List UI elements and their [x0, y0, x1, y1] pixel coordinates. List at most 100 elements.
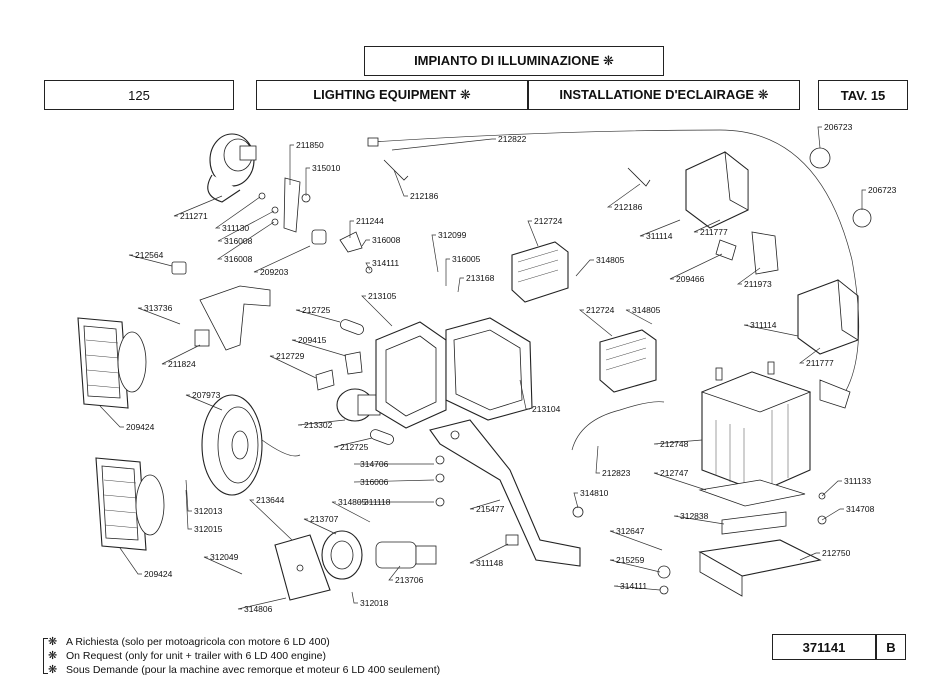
- part-number-label: 314805: [596, 255, 625, 265]
- leader-line: [361, 239, 370, 247]
- asterisk-icon: ❋: [48, 636, 58, 648]
- leader-line: [119, 547, 142, 575]
- trailer-socket-drawing: [274, 530, 437, 601]
- part-number-label: 311118: [364, 497, 391, 507]
- asterisk-icon: ❋: [48, 650, 58, 662]
- part-number-label: 213644: [256, 495, 285, 505]
- leader-line: [173, 195, 223, 217]
- leader-line: [391, 138, 496, 151]
- leader-line: [361, 295, 393, 327]
- part-number-label: 206723: [868, 185, 897, 195]
- leader-line: [606, 183, 641, 208]
- part-number-label: 215259: [616, 555, 645, 565]
- leader-line: [861, 189, 866, 210]
- asterisk-icon: ❋: [48, 664, 58, 676]
- part-number-label: 212186: [614, 202, 643, 212]
- leader-line: [351, 591, 358, 604]
- leader-line: [137, 307, 181, 325]
- relay-drawing: [311, 229, 327, 245]
- battery-drawing: [700, 361, 812, 493]
- rear-lamp-lower-drawing: [599, 329, 657, 393]
- part-number-label: 316008: [224, 236, 253, 246]
- leader-line: [469, 543, 509, 564]
- leader-line: [798, 347, 821, 364]
- part-number-label: 314706: [360, 459, 389, 469]
- part-number-label: 313736: [144, 303, 173, 313]
- title-italian: IMPIANTO DI ILLUMINAZIONE ❋: [414, 53, 614, 68]
- leader-line: [295, 309, 341, 323]
- footnote-french: Sous Demande (pour la machine avec remor…: [66, 664, 441, 676]
- part-number-label: 212747: [660, 468, 689, 478]
- leader-line: [639, 219, 681, 237]
- leader-line: [457, 277, 464, 293]
- part-number-label: 212823: [602, 468, 631, 478]
- flasher-drawing: [171, 261, 187, 275]
- leader-line: [527, 220, 539, 247]
- part-number-label: 213706: [395, 575, 424, 585]
- part-number-label: 209424: [144, 569, 173, 579]
- footnote-italian: A Richiesta (solo per motoagricola con m…: [66, 636, 330, 648]
- leader-line: [185, 489, 192, 530]
- revision-letter: B: [886, 639, 896, 655]
- leader-line: [609, 530, 663, 551]
- part-number-label: 314111: [372, 258, 399, 268]
- part-number-label: 311114: [750, 320, 777, 330]
- leader-line: [185, 394, 223, 411]
- part-number-label: 312647: [616, 526, 645, 536]
- part-number-label: 213707: [310, 514, 339, 524]
- part-callouts: 2118503150102112713111303160083160082092…: [99, 122, 897, 614]
- part-number-label: 316006: [360, 477, 389, 487]
- leader-line: [331, 501, 371, 523]
- part-number-label: 316005: [452, 254, 481, 264]
- part-number-label: 209466: [676, 274, 705, 284]
- footnote-row: ❋ Sous Demande (pour la machine avec rem…: [48, 663, 748, 677]
- part-number-label: 212748: [660, 439, 689, 449]
- part-number-label: 212725: [340, 442, 369, 452]
- part-number-label: 215477: [476, 504, 505, 514]
- part-number-label: 212724: [586, 305, 615, 315]
- leader-line: [821, 508, 844, 521]
- leader-line: [799, 552, 820, 561]
- footnote-english: On Request (only for unit + trailer with…: [66, 650, 327, 662]
- leader-line: [333, 437, 373, 448]
- legend-bracket: [43, 638, 48, 674]
- headlamp-lower-drawing: [95, 457, 165, 551]
- part-number-label: 211271: [180, 211, 208, 221]
- model-number: 125: [128, 87, 150, 103]
- part-number-label: 312049: [210, 552, 239, 562]
- part-number-label: 314806: [244, 604, 273, 614]
- part-number-label: 211244: [356, 216, 384, 226]
- leader-line: [595, 445, 600, 474]
- part-number-label: 311130: [222, 223, 249, 233]
- table-number: TAV. 15: [840, 87, 886, 103]
- part-number-label: 213105: [368, 291, 397, 301]
- part-number-label: 315010: [312, 163, 341, 173]
- part-number-label: 314805: [632, 305, 661, 315]
- leader-line: [291, 339, 347, 357]
- part-number-label: 209424: [126, 422, 155, 432]
- leader-line: [653, 439, 703, 445]
- leader-line: [673, 515, 725, 525]
- part-number-label: 212186: [410, 191, 439, 201]
- document-number: 371141: [802, 639, 846, 655]
- model-box: 125: [44, 80, 234, 110]
- part-number-label: 211824: [168, 359, 196, 369]
- leader-line: [573, 492, 579, 509]
- document-number-box: 371141: [772, 634, 876, 660]
- footnote-row: ❋ On Request (only for unit + trailer wi…: [48, 649, 748, 663]
- part-number-label: 206723: [824, 122, 853, 132]
- part-number-label: 213302: [304, 420, 333, 430]
- leader-line: [736, 267, 761, 285]
- leader-line: [349, 220, 354, 238]
- leader-line: [99, 405, 124, 428]
- part-number-label: 212564: [135, 250, 164, 260]
- leader-line: [203, 556, 243, 575]
- side-light-lower-drawing: [797, 279, 859, 355]
- leader-line: [609, 559, 661, 573]
- exploded-parts-diagram: 2118503150102112713111303160083160082092…: [77, 122, 897, 614]
- part-number-label: 312838: [680, 511, 709, 521]
- rear-lamp-housing-drawing: [375, 317, 533, 429]
- part-number-label: 211973: [744, 279, 772, 289]
- part-number-label: 311133: [844, 476, 871, 486]
- horn-drawing: [207, 133, 257, 203]
